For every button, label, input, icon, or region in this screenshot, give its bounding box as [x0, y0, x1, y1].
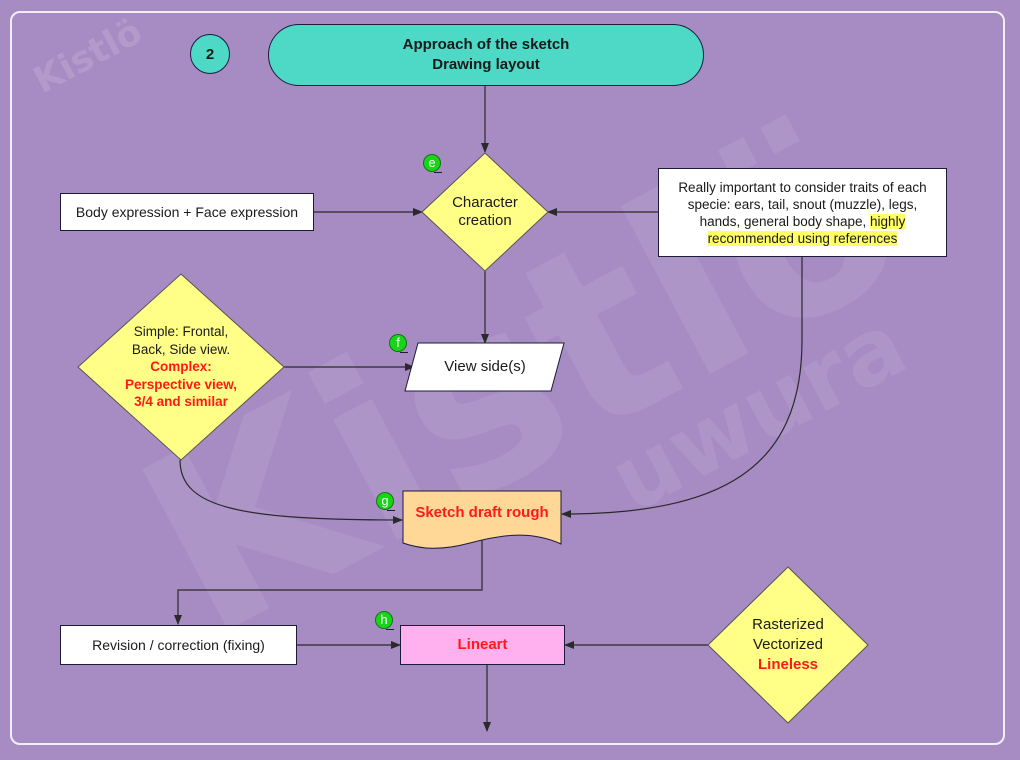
character-creation-label: Character creation	[435, 188, 535, 236]
view-sides-label: View side(s)	[410, 343, 560, 391]
character-creation-line1: Character	[452, 194, 518, 211]
header-title-line1: Approach of the sketch	[402, 36, 570, 53]
views-complex-line3: 3/4 and similar	[134, 394, 228, 410]
edge-sketch-to-revision	[174, 540, 483, 625]
views-simple-line2: Back, Side view.	[131, 341, 231, 357]
decision-line-styles-shape	[707, 566, 869, 724]
views-simple-line1: Simple: Frontal,	[133, 324, 229, 340]
badge-g: g	[376, 492, 395, 511]
document-sketch-shape	[402, 490, 562, 549]
lineart-box: Lineart	[400, 625, 565, 665]
decision-character-creation-shape	[421, 152, 549, 272]
step-number-badge: 2	[190, 34, 230, 74]
view-sides-text: View side(s)	[444, 358, 526, 375]
line-style-vectorized: Vectorized	[752, 636, 824, 653]
io-view-sides-shape	[404, 342, 565, 392]
badge-f: f	[389, 334, 408, 353]
lineart-label: Lineart	[457, 636, 508, 653]
traits-note-box: Really important to consider traits of e…	[658, 168, 947, 257]
body-face-expression-box: Body expression + Face expression	[60, 193, 314, 231]
character-creation-line2: creation	[458, 212, 512, 229]
line-styles-label: Rasterized Vectorized Lineless	[728, 614, 848, 676]
edge-views-to-sketch	[179, 459, 403, 524]
views-complex-line1: Complex:	[150, 359, 212, 375]
badge-e: e	[423, 154, 442, 173]
line-style-rasterized: Rasterized	[752, 616, 824, 633]
header-terminal: Approach of the sketch Drawing layout	[268, 24, 704, 86]
diagram-frame	[10, 11, 1005, 745]
traits-note-plain: Really important to consider traits of e…	[678, 179, 927, 229]
sketch-draft-text: Sketch draft rough	[415, 504, 549, 521]
sketch-draft-label: Sketch draft rough	[403, 500, 561, 526]
body-face-label: Body expression + Face expression	[75, 204, 299, 220]
line-style-lineless: Lineless	[757, 656, 819, 673]
traits-note-text: Really important to consider traits of e…	[667, 179, 938, 247]
step-number: 2	[205, 45, 215, 63]
revision-label: Revision / correction (fixing)	[92, 637, 265, 653]
revision-box: Revision / correction (fixing)	[60, 625, 297, 665]
edge-traits-to-sketch	[561, 257, 803, 518]
decision-views-shape	[77, 273, 285, 461]
badge-h: h	[375, 611, 394, 630]
views-decision-label: Simple: Frontal, Back, Side view. Comple…	[106, 322, 256, 412]
header-title-line2: Drawing layout	[432, 56, 540, 73]
views-complex-line2: Perspective view,	[124, 376, 238, 392]
